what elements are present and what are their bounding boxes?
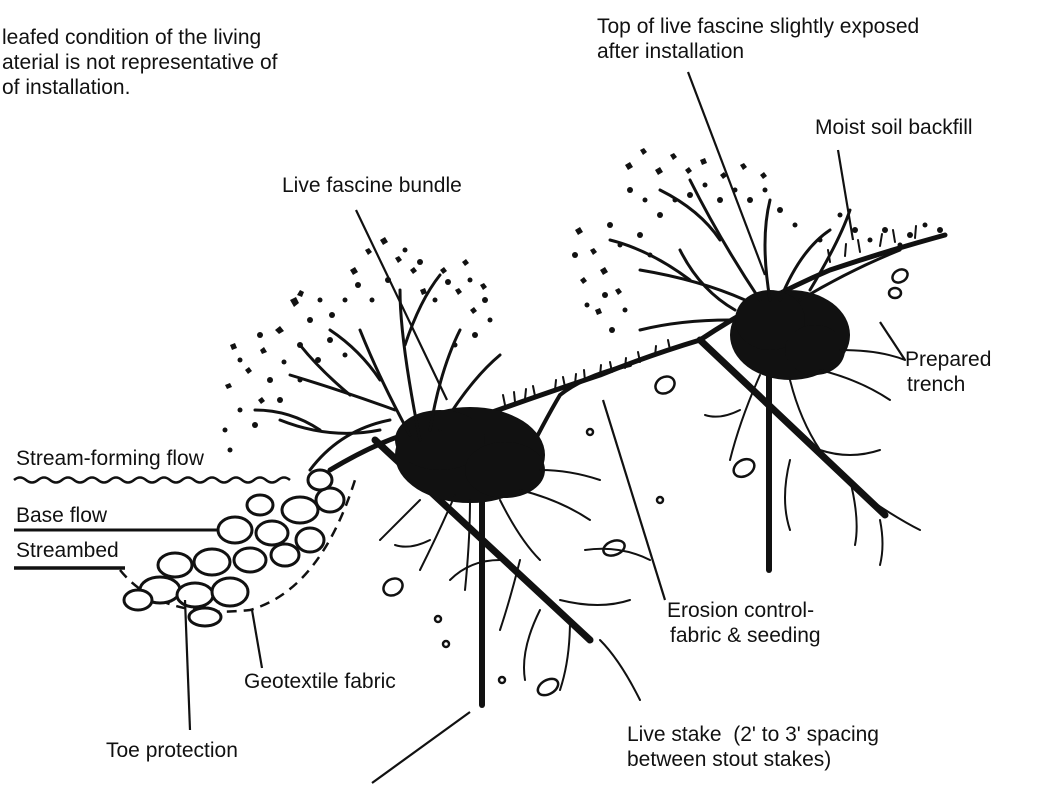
rock-icon [234,548,266,572]
leader-geotextile [252,610,262,668]
root-icon [395,540,430,547]
vegetation-clump-icon [350,237,487,314]
upper-roots [705,350,920,565]
label-line: Top of live fascine slightly exposed [597,14,919,39]
rock-icon [380,575,405,599]
label-line: Prepared [905,347,991,372]
label-base-flow: Base flow [16,503,107,528]
label-erosion-control: Erosion control- fabric & seeding [667,598,821,648]
root-icon [820,450,880,455]
rock-icon [889,288,901,298]
root-icon [560,620,570,690]
note-text: leafed condition of the living aterial i… [2,25,277,100]
root-icon [600,640,640,700]
root-icon [730,375,760,460]
rock-icon [308,470,332,490]
toe-rocks [124,470,344,626]
seeding-tufts [503,226,916,405]
rock-icon [652,373,677,397]
rock-icon [256,521,288,545]
root-icon [380,500,420,540]
label-line: after installation [597,39,919,64]
root-icon [880,520,883,565]
rock-icon [535,675,561,698]
rock-icon [124,590,152,610]
rock-icon [194,549,230,575]
root-icon [560,600,630,605]
root-icon [870,500,920,530]
root-icon [500,560,520,630]
note-line: aterial is not representative of [2,50,277,75]
label-geotextile: Geotextile fabric [244,669,396,694]
label-line: between stout stakes) [627,747,879,772]
label-top-fascine: Top of live fascine slightly exposed aft… [597,14,919,64]
leader-moist-soil [838,150,853,240]
rock-icon [890,267,910,285]
note-line: leafed condition of the living [2,25,277,50]
root-icon [820,370,890,400]
root-icon [500,500,540,560]
label-stream-forming-flow: Stream-forming flow [16,446,204,471]
lower-roots [380,470,650,700]
rock-icon [282,497,318,523]
rock-icon [730,456,757,481]
rock-icon [247,495,273,515]
live-stakes [375,340,885,705]
rock-icon [316,488,344,512]
label-live-stake: Live stake (2' to 3' spacing between sto… [627,722,879,772]
label-fascine-bundle: Live fascine bundle [282,173,462,198]
rock-icon [177,583,213,607]
stream-forming-flow-line [14,478,290,483]
root-icon [524,610,540,680]
rock-icon [271,544,299,566]
rock-icon [189,608,221,626]
leader-erosion-control [603,400,665,600]
label-toe-protection: Toe protection [106,738,238,763]
root-icon [705,410,740,417]
rock-icon [212,578,248,606]
note-line: of installation. [2,75,277,100]
rock-icon [158,553,192,577]
label-streambed: Streambed [16,538,119,563]
leader-fascine-bundle [356,210,447,400]
vegetation-clump-icon [225,290,304,404]
root-icon [520,490,590,520]
label-line: fabric & seeding [667,623,821,648]
label-line: Erosion control- [667,598,821,623]
rock-icon [296,528,324,552]
root-icon [840,350,905,360]
upper-fascine-bundle [730,290,850,380]
leader-live-stake [372,712,470,783]
root-icon [540,470,600,480]
label-prepared-trench: Prepared trench [905,347,991,397]
label-moist-soil: Moist soil backfill [815,115,973,140]
root-icon [450,560,500,580]
label-line: trench [905,372,991,397]
rock-icon [218,517,252,543]
root-icon [785,460,790,530]
root-icon [420,495,455,570]
vegetation-clump-icon [625,148,767,179]
label-line: Live stake (2' to 3' spacing [627,722,879,747]
root-icon [465,500,470,590]
